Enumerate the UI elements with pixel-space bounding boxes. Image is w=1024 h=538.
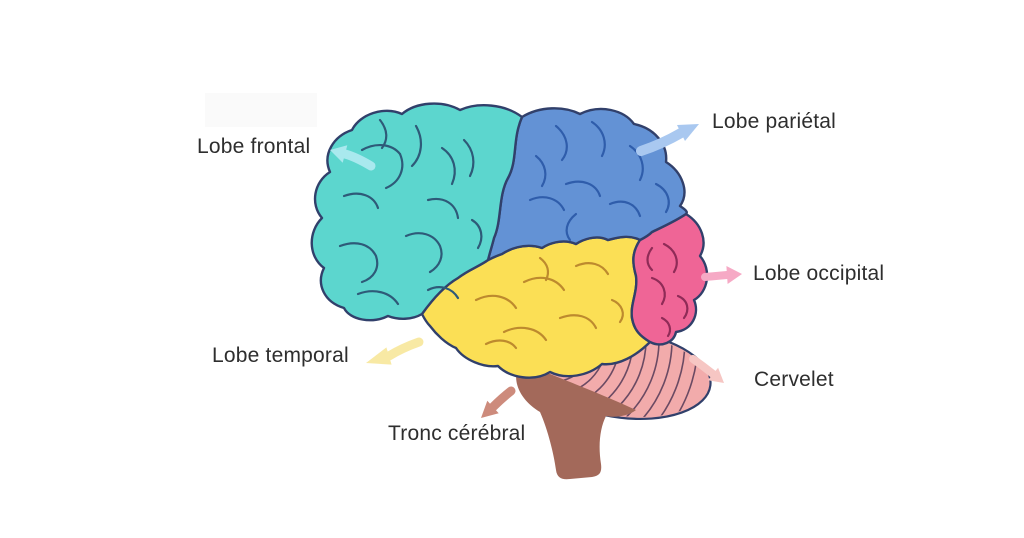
frontal-arrow-icon <box>330 145 376 171</box>
brainstem-region <box>516 362 636 480</box>
frontal-lobe-label: Lobe frontal <box>197 135 311 158</box>
cervelet-label: Cervelet <box>754 368 834 391</box>
occipital-lobe-label: Lobe occipital <box>753 262 885 285</box>
temporal-sulci <box>474 256 624 350</box>
temporal-lobe-label: Lobe temporal <box>212 344 349 367</box>
tronc-cerebral-label: Tronc cérébral <box>388 422 526 445</box>
parietal-arrow-icon <box>636 124 699 156</box>
temporal-arrow-icon <box>366 337 424 365</box>
occipital-sulci <box>646 242 689 338</box>
frontal-sulci <box>338 118 483 306</box>
tronc-arrow-icon <box>481 386 516 418</box>
occipital-arrow-icon <box>701 266 742 284</box>
parietal-lobe-label: Lobe pariétal <box>712 110 837 133</box>
watermark-remnant <box>205 93 317 127</box>
parietal-sulci <box>528 120 670 242</box>
cervelet-arrow-icon <box>689 355 724 383</box>
